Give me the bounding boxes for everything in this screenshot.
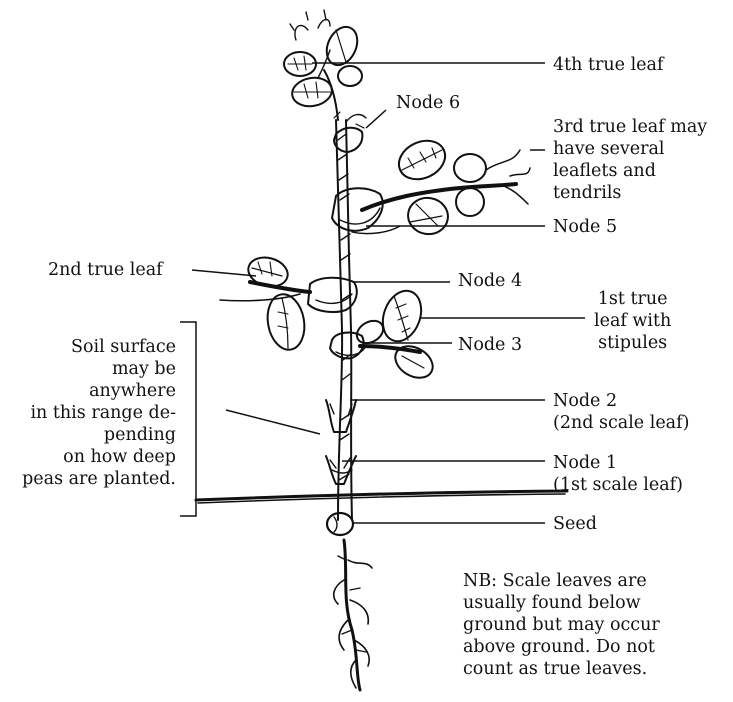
label-2nd-true-leaf: 2nd true leaf xyxy=(48,259,163,281)
leaf-node-5 xyxy=(332,134,530,238)
root-system xyxy=(334,540,372,690)
label-node-6: Node 6 xyxy=(396,92,460,114)
leader-2nd-true-leaf xyxy=(192,270,256,276)
label-node-5: Node 5 xyxy=(553,216,617,238)
label-seed: Seed xyxy=(553,513,597,535)
seed-shape xyxy=(327,513,353,535)
apex-4th-leaf xyxy=(284,10,363,120)
label-nb-note: NB: Scale leaves are usually found below… xyxy=(463,570,660,680)
leader-soil-range xyxy=(226,410,320,434)
leaf-node-3 xyxy=(330,285,438,384)
label-node-2: Node 2 (2nd scale leaf) xyxy=(553,390,689,434)
label-node-4: Node 4 xyxy=(458,270,522,292)
leaf-node-6 xyxy=(334,112,366,152)
soil-range-bracket xyxy=(180,322,196,516)
label-4th-true-leaf: 4th true leaf xyxy=(553,54,663,76)
label-3rd-true-leaf: 3rd true leaf may have several leaflets … xyxy=(553,116,707,204)
label-node-3: Node 3 xyxy=(458,334,522,356)
label-soil-surface-note: Soil surface may be anywhere in this ran… xyxy=(6,336,176,490)
ground-line xyxy=(196,491,567,500)
leaf-node-4 xyxy=(220,253,357,352)
label-node-1: Node 1 (1st scale leaf) xyxy=(553,452,683,496)
label-1st-true-leaf: 1st true leaf with stipules xyxy=(594,288,671,354)
leader-node-6 xyxy=(366,110,386,128)
